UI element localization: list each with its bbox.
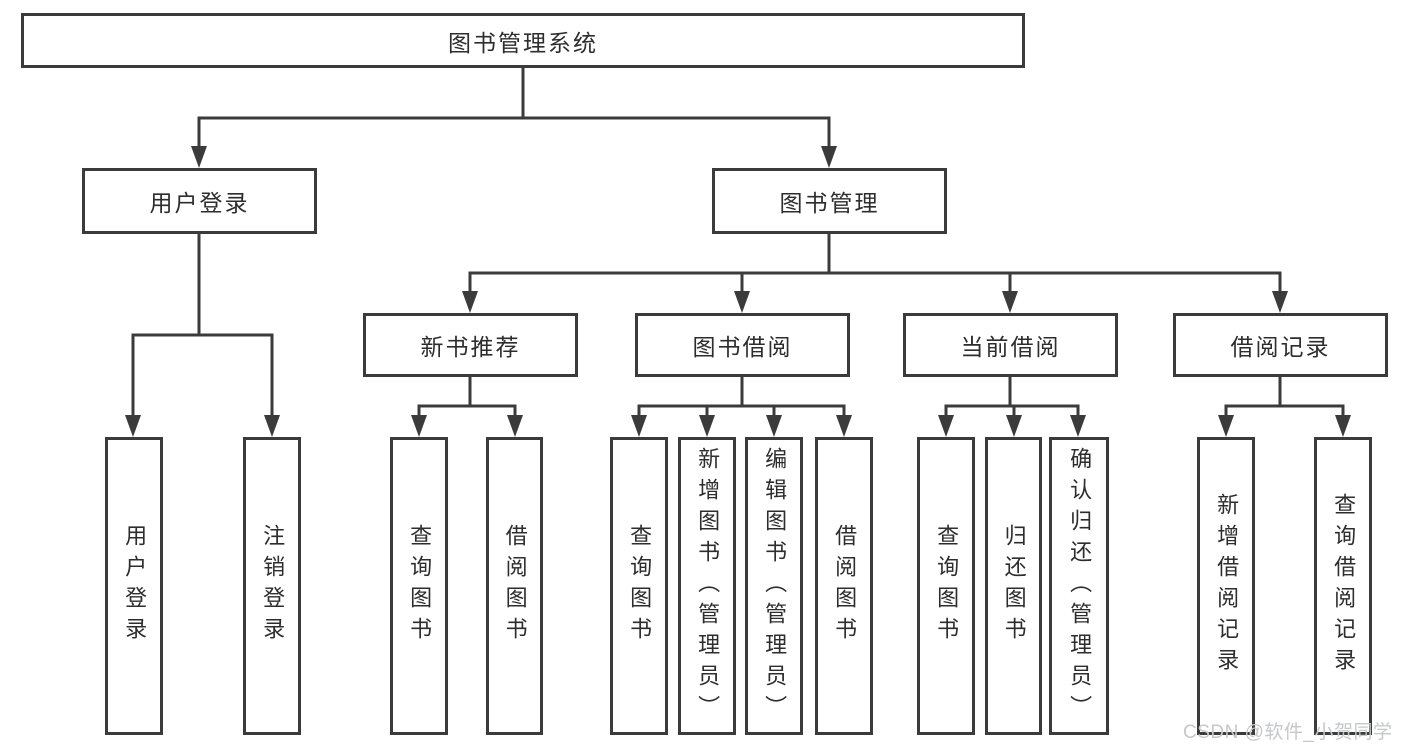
node-book-borrowing-label: 图书借阅 xyxy=(692,334,793,360)
leaf-br-query-record-label: 查询借阅记录 xyxy=(1331,493,1357,679)
node-library-system: 图书管理系统 xyxy=(21,13,1025,68)
node-new-book-recommend-label: 新书推荐 xyxy=(420,334,521,360)
leaf-nbr-query-books: 查询图书 xyxy=(390,437,448,735)
leaf-bb-borrow-books: 借阅图书 xyxy=(815,437,873,735)
leaf-cb-confirm-return-admin: 确认归还（管理员） xyxy=(1049,437,1109,735)
leaf-nbr-query-books-label: 查询图书 xyxy=(407,524,433,648)
leaf-cb-return-books-label: 归还图书 xyxy=(1001,524,1027,648)
leaf-logout-label: 注销登录 xyxy=(260,524,286,648)
leaf-bb-edit-books-admin: 编辑图书（管理员） xyxy=(745,437,803,735)
leaf-nbr-borrow-books: 借阅图书 xyxy=(486,437,543,735)
leaf-bb-add-books-admin: 新增图书（管理员） xyxy=(678,437,736,735)
leaf-cb-query-books-label: 查询图书 xyxy=(934,524,960,648)
node-book-management-label: 图书管理 xyxy=(779,190,880,216)
csdn-watermark: CSDN @软件_小贺同学 xyxy=(1183,722,1393,743)
node-user-login-branch-label: 用户登录 xyxy=(149,190,250,216)
leaf-cb-confirm-return-admin-label: 确认归还（管理员） xyxy=(1067,446,1093,726)
connector-user-login-children xyxy=(125,234,280,437)
leaf-bb-query-books: 查询图书 xyxy=(610,437,668,735)
node-current-borrowing: 当前借阅 xyxy=(903,313,1118,377)
node-current-borrowing-label: 当前借阅 xyxy=(960,334,1061,360)
leaf-nbr-borrow-books-label: 借阅图书 xyxy=(502,524,528,648)
leaf-bb-borrow-books-label: 借阅图书 xyxy=(832,524,858,648)
connector-borrow-records-children xyxy=(1218,377,1351,437)
connector-new-book-rec-children xyxy=(411,377,523,437)
leaf-user-login-label: 用户登录 xyxy=(122,524,148,648)
leaf-user-login: 用户登录 xyxy=(105,437,163,735)
leaf-bb-add-books-admin-label: 新增图书（管理员） xyxy=(695,446,721,726)
connector-root-to-level2 xyxy=(191,68,837,168)
leaf-br-add-record: 新增借阅记录 xyxy=(1197,437,1255,735)
leaf-cb-return-books: 归还图书 xyxy=(985,437,1042,735)
leaf-logout: 注销登录 xyxy=(243,437,301,735)
leaf-bb-edit-books-admin-label: 编辑图书（管理员） xyxy=(762,446,788,726)
connector-book-borrow-children xyxy=(631,377,852,437)
node-new-book-recommend: 新书推荐 xyxy=(363,313,578,377)
node-book-borrowing: 图书借阅 xyxy=(635,313,850,377)
leaf-br-query-record: 查询借阅记录 xyxy=(1314,437,1372,735)
leaf-cb-query-books: 查询图书 xyxy=(917,437,975,735)
connector-book-mgmt-children xyxy=(462,234,1288,313)
node-library-system-label: 图书管理系统 xyxy=(448,29,598,56)
node-borrowing-records: 借阅记录 xyxy=(1173,313,1388,377)
node-book-management: 图书管理 xyxy=(712,168,947,234)
connector-current-borrow-children xyxy=(938,377,1086,437)
leaf-bb-query-books-label: 查询图书 xyxy=(627,524,653,648)
leaf-br-add-record-label: 新增借阅记录 xyxy=(1214,493,1240,679)
node-user-login-branch: 用户登录 xyxy=(82,168,317,234)
node-borrowing-records-label: 借阅记录 xyxy=(1230,334,1331,360)
